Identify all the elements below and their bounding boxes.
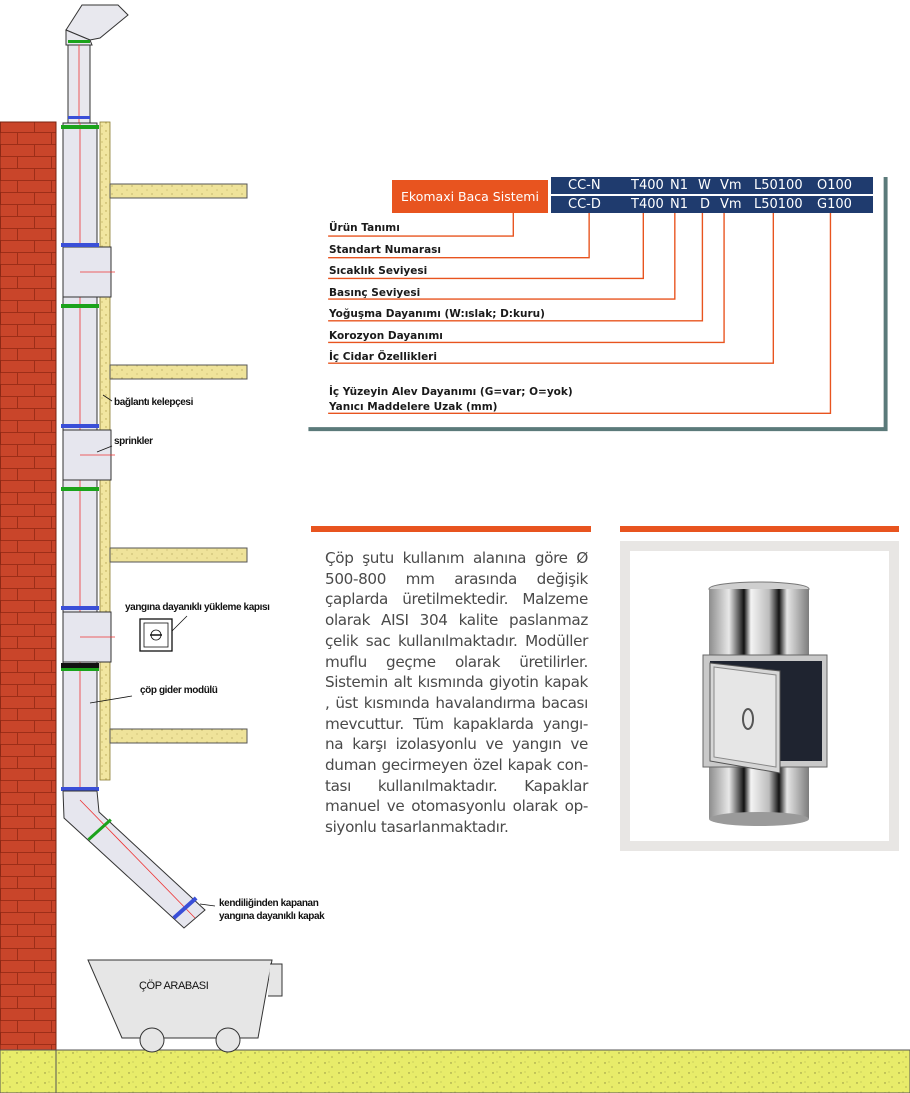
loading-door-label: yangına dayanıklı yükleme kapısı xyxy=(125,602,270,613)
product-photo xyxy=(630,551,889,841)
code-box: CC-N T400 N1 W Vm L50100 O100 CC-D T400 … xyxy=(551,177,873,213)
code-cell: CC-D xyxy=(568,197,601,212)
code-cell: CC-N xyxy=(568,178,601,193)
description-text: Çöp şutu kullanım alanına göre Ø 500-800… xyxy=(325,549,588,837)
brick-wall xyxy=(0,121,57,1053)
spec-item-condensation: Yoğuşma Dayanımı (W:ıslak; D:kuru) xyxy=(329,308,545,320)
code-cell: N1 xyxy=(670,197,688,212)
code-cell: Vm xyxy=(720,178,742,193)
code-cell: T400 xyxy=(631,197,664,212)
discharge-module-label: çöp gider modülü xyxy=(140,685,218,696)
cart-label: ÇÖP ARABASI xyxy=(139,980,209,992)
spec-item-product: Ürün Tanımı xyxy=(329,222,400,234)
code-cell: T400 xyxy=(631,178,664,193)
code-cell: L50100 xyxy=(754,197,803,212)
code-cell: G100 xyxy=(817,197,852,212)
brand-label: Ekomaxi Baca Sistemi xyxy=(392,180,548,213)
spec-item-flame: İç Yüzeyin Alev Dayanımı (G=var; O=yok) xyxy=(329,386,573,398)
floor-slabs xyxy=(109,183,248,744)
self-closing-label-1: kendiliğinden kapanan xyxy=(219,898,319,909)
code-cell: W xyxy=(698,178,711,193)
angled-chute xyxy=(62,790,206,929)
spec-item-standard: Standart Numarası xyxy=(329,244,441,256)
vent-cap xyxy=(65,4,129,124)
code-row: CC-N T400 N1 W Vm L50100 O100 xyxy=(551,177,873,194)
spec-item-pressure: Basınç Seviyesi xyxy=(329,287,421,299)
code-cell: L50100 xyxy=(754,178,803,193)
code-row: CC-D T400 N1 D Vm L50100 G100 xyxy=(551,194,873,213)
ground xyxy=(55,1049,910,1093)
self-closing-label-2: yangına dayanıklı kapak xyxy=(219,911,325,922)
loading-door-symbol xyxy=(139,618,173,652)
photo-accent-bar xyxy=(620,526,899,532)
joint-rings xyxy=(61,125,99,791)
code-cell: O100 xyxy=(817,178,853,193)
text-accent-bar xyxy=(311,526,591,532)
code-cell: N1 xyxy=(670,178,688,193)
spec-item-temperature: Sıcaklık Seviyesi xyxy=(329,265,428,277)
code-cell: D xyxy=(700,197,711,212)
sprinkler-label: sprinkler xyxy=(114,436,153,447)
spec-panel xyxy=(308,176,888,432)
code-cell: Vm xyxy=(720,197,742,212)
spec-item-distance: Yanıcı Maddelere Uzak (mm) xyxy=(329,401,498,413)
spec-item-corrosion: Korozyon Dayanımı xyxy=(329,330,443,342)
product-photo-frame xyxy=(620,541,899,851)
spec-item-inner-wall: İç Cidar Özellikleri xyxy=(329,351,437,363)
chute-door-module-image xyxy=(702,581,828,826)
garbage-cart xyxy=(87,959,283,1053)
clamp-label: bağlantı kelepçesi xyxy=(114,397,193,408)
